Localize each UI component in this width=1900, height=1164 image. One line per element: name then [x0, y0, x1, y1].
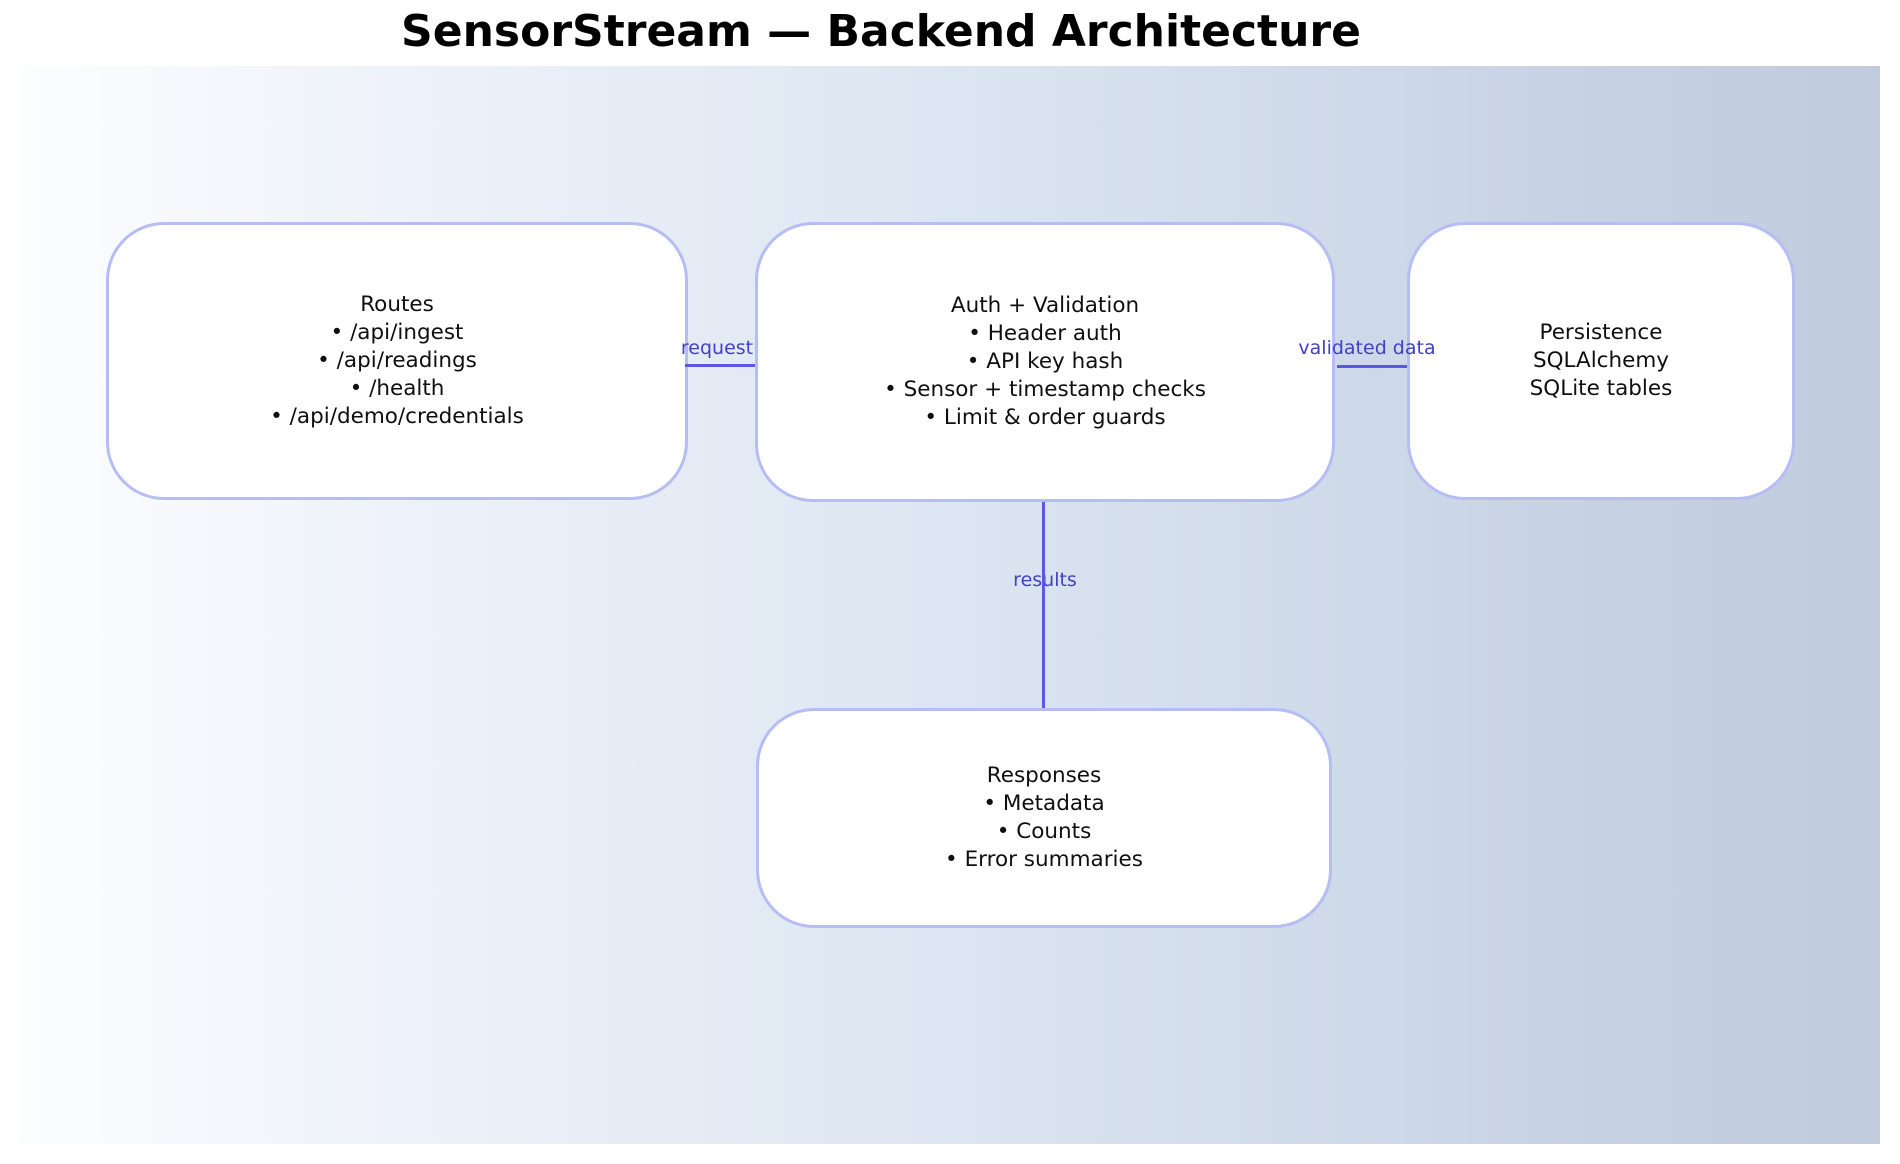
node-item: • Error summaries [945, 847, 1143, 872]
node-item: • /health [349, 376, 445, 401]
node-title: Routes [360, 292, 434, 317]
node-item: • Metadata [983, 791, 1105, 816]
node-item: SQLAlchemy [1532, 348, 1670, 373]
node-title: Persistence [1539, 320, 1663, 345]
node-item: • API key hash [966, 349, 1124, 374]
node-item: • Sensor + timestamp checks [884, 377, 1206, 402]
edge-results-connector-line [1042, 502, 1045, 708]
node-title: Responses [986, 763, 1102, 788]
node-item: • /api/demo/credentials [270, 404, 524, 429]
node-routes: Routes • /api/ingest • /api/readings • /… [106, 222, 688, 500]
edge-validated-data-connector-line [1337, 365, 1407, 368]
node-item: SQLite tables [1529, 376, 1673, 401]
edge-label-request: request [680, 337, 754, 359]
node-auth-validation: Auth + Validation • Header auth • API ke… [755, 222, 1335, 502]
node-item: • /api/ingest [330, 320, 464, 345]
edge-request-connector-line [685, 364, 755, 367]
node-responses: Responses • Metadata • Counts • Error su… [756, 708, 1332, 928]
edge-label-validated-data: validated data [1298, 337, 1436, 359]
node-item: • Limit & order guards [924, 405, 1166, 430]
node-item: • Header auth [968, 321, 1122, 346]
edge-label-results: results [1013, 569, 1077, 591]
node-item: • /api/readings [317, 348, 477, 373]
node-title: Auth + Validation [950, 293, 1140, 318]
node-persistence: Persistence SQLAlchemy SQLite tables [1407, 222, 1795, 500]
diagram-title: SensorStream — Backend Architecture [401, 6, 1361, 57]
node-item: • Counts [996, 819, 1092, 844]
